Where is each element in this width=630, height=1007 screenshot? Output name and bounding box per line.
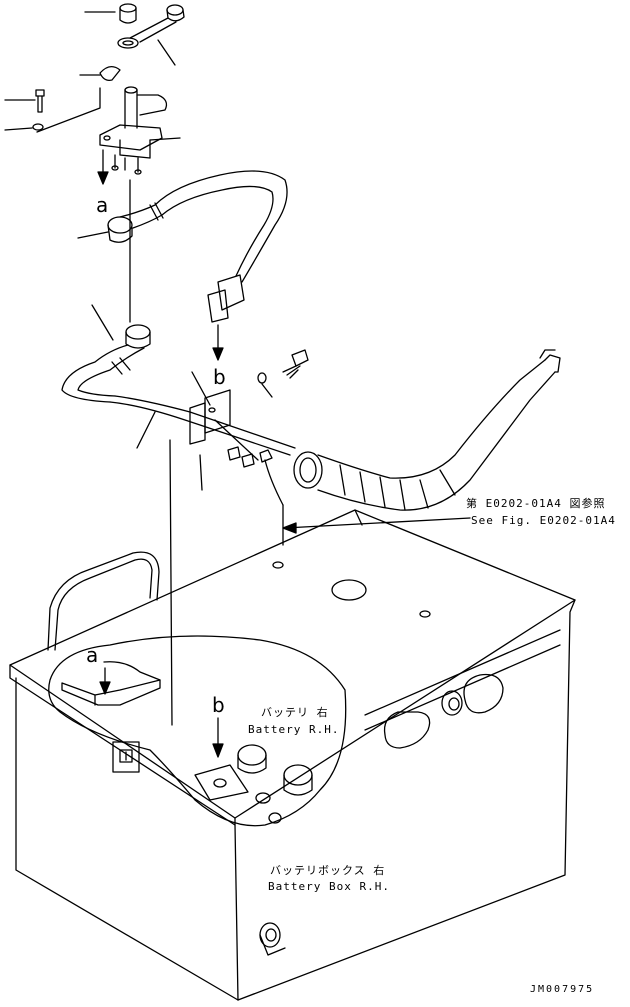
bracket-leader — [192, 372, 210, 405]
battery-label-jp: バッテリ 右 — [261, 706, 329, 719]
reference-label-jp: 第 E0202-01A4 図参照 — [466, 497, 606, 510]
relay-switch — [80, 67, 166, 174]
battery-box-label-jp: バッテリボックス 右 — [270, 864, 386, 877]
guide-line-left — [170, 440, 172, 725]
box-handle — [48, 552, 159, 650]
callout-a-detail: a — [86, 643, 100, 667]
arrow-a-top — [98, 150, 108, 184]
washer — [5, 124, 43, 130]
harness-pipe — [62, 325, 295, 455]
bolt-b — [258, 350, 308, 383]
pipe-lower-leader — [137, 412, 155, 448]
cable-leader — [78, 232, 108, 238]
drain-boss — [260, 923, 285, 955]
side-fitting — [113, 742, 139, 772]
drawing-number: JM007975 — [530, 984, 595, 995]
callout-b-detail: b — [212, 693, 226, 717]
side-rail — [365, 630, 560, 730]
battery-cable — [108, 171, 287, 322]
washer-b-leader — [262, 384, 272, 397]
bracket-lower-leader — [200, 455, 202, 490]
arrow-a-detail — [100, 668, 110, 694]
battery-label-en: Battery R.H. — [248, 723, 340, 736]
bolt — [5, 90, 44, 112]
callout-b-top: b — [213, 365, 227, 389]
relay-leaders — [37, 88, 180, 140]
battery-box — [10, 510, 575, 1000]
bolt-b-leader — [290, 370, 298, 378]
callout-a-top: a — [96, 193, 110, 217]
arrow-b-detail — [213, 718, 223, 757]
wrapped-hose — [294, 350, 560, 510]
detail-callout — [49, 636, 346, 826]
pipe-leader — [92, 305, 113, 340]
cap — [118, 4, 184, 48]
side-holes — [385, 675, 503, 748]
arrow-b-top — [213, 325, 223, 360]
cap-leaders — [85, 12, 175, 65]
bracket — [190, 390, 283, 505]
reference-arrow — [283, 518, 470, 533]
reference-label-en: See Fig. E0202-01A4 — [471, 514, 616, 527]
battery-box-label-en: Battery Box R.H. — [268, 880, 390, 893]
